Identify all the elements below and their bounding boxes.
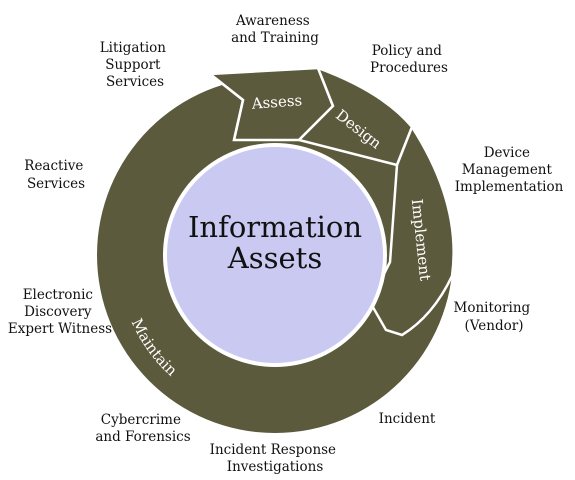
service-litigation-line: Litigation xyxy=(100,40,167,56)
center-circle xyxy=(163,143,387,367)
service-ediscovery-line: Electronic xyxy=(23,287,93,303)
service-monitoring: Monitoring (Vendor) xyxy=(454,300,535,334)
service-ediscovery: Electronic Discovery Expert Witness xyxy=(8,287,112,337)
service-policy: Policy and Procedures xyxy=(370,43,448,76)
service-litigation-line: Services xyxy=(106,74,164,90)
service-device-line: Device xyxy=(484,145,530,161)
service-incident-line: Incident xyxy=(379,411,436,427)
service-litigation: Litigation Support Services xyxy=(100,40,171,90)
service-ediscovery-line: Discovery xyxy=(24,304,92,320)
service-cybercrime-line: and Forensics xyxy=(95,429,190,445)
service-device: Device Management Implementation xyxy=(455,145,564,195)
service-incident: Incident xyxy=(379,411,436,427)
service-reactive-line: Services xyxy=(27,176,85,192)
service-cybercrime: Cybercrime and Forensics xyxy=(95,412,190,445)
service-incident-response-line: Incident Response xyxy=(210,442,336,458)
service-incident-response-line: Investigations xyxy=(227,459,324,475)
service-litigation-line: Support xyxy=(105,57,161,73)
service-device-line: Management xyxy=(462,162,553,178)
service-incident-response: Incident Response Investigations xyxy=(210,442,341,475)
service-cybercrime-line: Cybercrime xyxy=(101,412,181,428)
service-device-line: Implementation xyxy=(455,179,564,195)
service-awareness: Awareness and Training xyxy=(231,13,319,46)
service-policy-line: Procedures xyxy=(370,60,448,76)
design-segment xyxy=(296,65,414,167)
implement-segment xyxy=(368,124,455,337)
service-awareness-line: Awareness xyxy=(235,13,310,29)
service-ediscovery-line: Expert Witness xyxy=(8,321,112,337)
center-title-line1: Information xyxy=(188,210,362,244)
service-reactive: Reactive Services xyxy=(24,158,87,192)
service-policy-line: Policy and xyxy=(372,43,443,59)
assess-label: Assess xyxy=(250,91,303,113)
service-monitoring-line: (Vendor) xyxy=(465,318,524,334)
service-monitoring-line: Monitoring xyxy=(454,300,531,316)
center-title-line2: Assets xyxy=(227,241,322,275)
maintain-boundary-top xyxy=(209,73,245,141)
service-reactive-line: Reactive xyxy=(24,158,83,174)
service-awareness-line: and Training xyxy=(231,30,319,46)
